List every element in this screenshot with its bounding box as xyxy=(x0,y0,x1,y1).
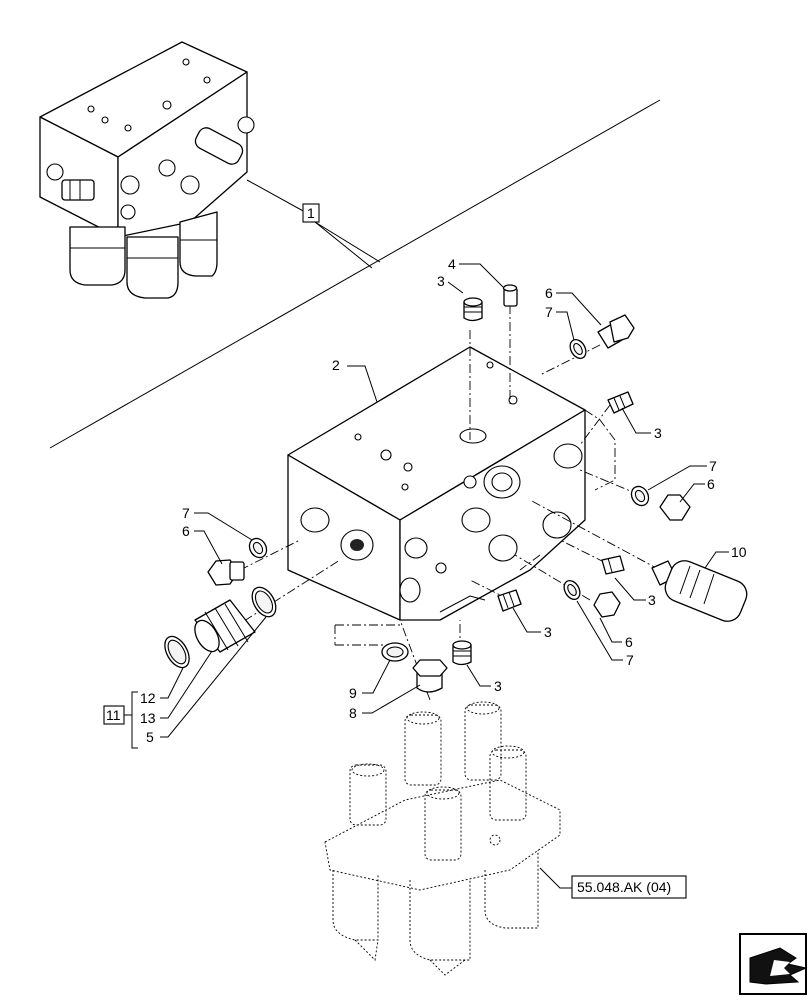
leader-lines xyxy=(160,263,729,889)
callout-7-top: 7 xyxy=(545,304,553,320)
fitting-assembly-11 xyxy=(164,586,277,669)
screw-plugs-and-washers xyxy=(207,314,691,618)
pin-part-4 xyxy=(502,284,518,307)
callout-13: 13 xyxy=(140,710,156,726)
callout-6-lower: 6 xyxy=(625,634,633,650)
callout-3-lower-right: 3 xyxy=(648,592,656,608)
valve-body-block xyxy=(287,346,586,621)
callout-11-bracket xyxy=(103,691,138,749)
reference-cylinder-ghost xyxy=(324,701,561,976)
callout-1: 1 xyxy=(307,205,315,221)
callout-3-top: 3 xyxy=(437,273,445,289)
callout-7-lower: 7 xyxy=(626,652,634,668)
plug-part-3 xyxy=(452,297,634,666)
callout-3-bottom: 3 xyxy=(494,678,502,694)
callout-3-bottom-mid: 3 xyxy=(544,624,552,640)
callout-12: 12 xyxy=(140,690,156,706)
callout-3-right: 3 xyxy=(654,425,662,441)
callout-2: 2 xyxy=(332,357,340,373)
callout-6-top: 6 xyxy=(545,285,553,301)
section-divider-line xyxy=(49,99,661,449)
assembled-valve-overview xyxy=(39,41,255,299)
callout-11: 11 xyxy=(106,707,121,723)
callout-6-right: 6 xyxy=(707,476,715,492)
next-page-arrow-icon[interactable] xyxy=(739,933,808,995)
callout-10: 10 xyxy=(731,544,747,560)
reference-label: 55.048.AK (04) xyxy=(577,879,671,895)
callout-7-right: 7 xyxy=(709,458,717,474)
callout-1-group xyxy=(246,179,381,269)
bottom-plug-and-washer xyxy=(381,642,448,693)
callout-5: 5 xyxy=(146,729,154,745)
assembly-centerlines xyxy=(229,305,661,701)
callout-6-left: 6 xyxy=(182,523,190,539)
callout-4: 4 xyxy=(448,256,456,272)
callout-7-left: 7 xyxy=(182,505,190,521)
callout-8: 8 xyxy=(349,705,357,721)
reference-box xyxy=(571,875,687,899)
callout-9: 9 xyxy=(349,685,357,701)
sensor-part-10 xyxy=(651,560,748,622)
